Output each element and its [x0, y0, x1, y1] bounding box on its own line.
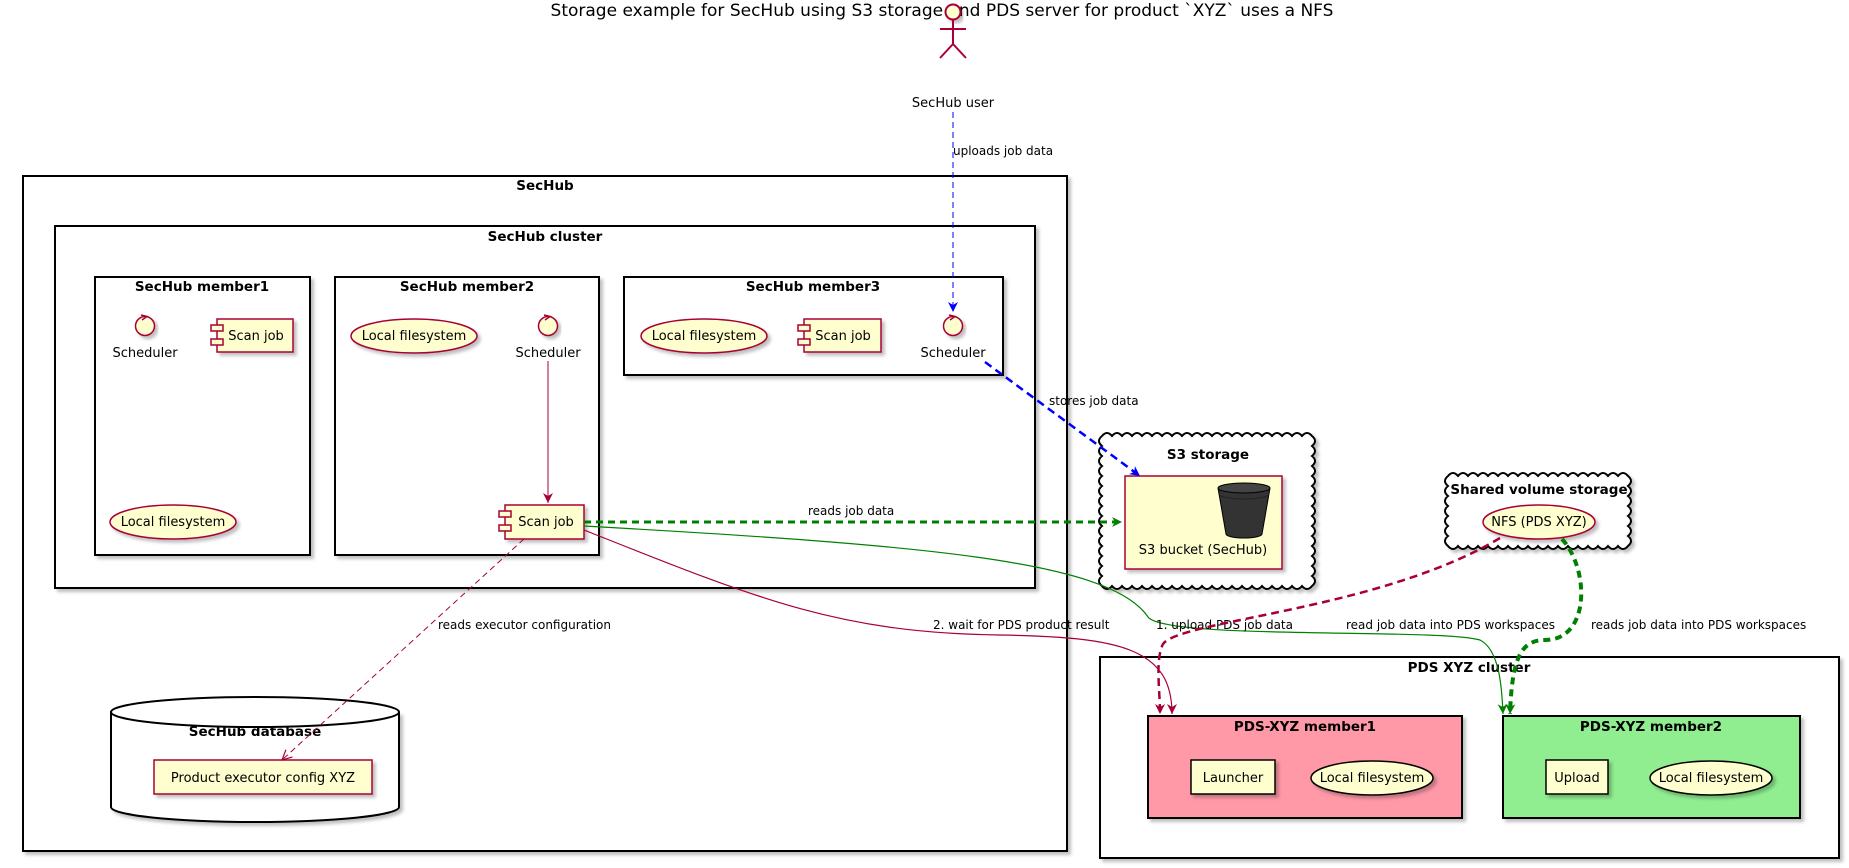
- storage-member2-local-filesystem: Local filesystem: [350, 318, 478, 354]
- component-member2-scan-job: Scan job: [498, 504, 585, 540]
- member2-scheduler-label: Scheduler: [515, 346, 581, 361]
- edge-upload-pds-job-data: 1. upload PDS job data: [583, 525, 1508, 715]
- s3-storage-title: S3 storage: [1167, 447, 1249, 463]
- component-member3-scan-job: Scan job: [797, 318, 882, 353]
- edge-stores-label: stores job data: [1049, 394, 1139, 408]
- package-pds-member1: PDS-XYZ member1 Launcher Local filesyste…: [1147, 715, 1463, 819]
- actor-icon: [939, 3, 967, 59]
- bucket-icon: [1217, 482, 1271, 539]
- pds1-localfs-label: Local filesystem: [1320, 771, 1425, 786]
- edge-uploads-job-data: uploads job data: [948, 112, 1053, 312]
- member1-scanjob-label: Scan job: [228, 329, 284, 344]
- db-config-label: Product executor config XYZ: [171, 771, 355, 786]
- pds-member1-title: PDS-XYZ member1: [1234, 719, 1376, 735]
- pds-cluster-title: PDS XYZ cluster: [1408, 660, 1531, 676]
- member2-scanjob-label: Scan job: [518, 515, 574, 530]
- edge-reads-job-label: reads job data: [808, 504, 894, 518]
- member3-localfs-label: Local filesystem: [652, 329, 757, 344]
- member1-localfs-label: Local filesystem: [121, 515, 226, 530]
- package-member3-title: SecHub member3: [746, 279, 880, 295]
- edge-reads-executor-config: reads executor configuration: [282, 538, 611, 760]
- component-icon: [498, 510, 512, 518]
- edge-upload-pds-label: 1. upload PDS job data: [1156, 618, 1293, 632]
- edge-uploads-label: uploads job data: [953, 144, 1053, 158]
- member1-scheduler-label: Scheduler: [112, 346, 178, 361]
- pds-member2-title: PDS-XYZ member2: [1580, 719, 1722, 735]
- edge-read-ws2-label: reads job data into PDS workspaces: [1591, 618, 1806, 632]
- control-icon: [134, 314, 156, 337]
- member3-scheduler-label: Scheduler: [920, 346, 986, 361]
- package-sechub-member2: SecHub member2 Local filesystem Schedule…: [334, 276, 600, 556]
- package-member2-title: SecHub member2: [400, 279, 534, 295]
- edge-read-job-data-workspaces-1: read job data into PDS workspaces: [1154, 536, 1555, 715]
- diagram-title: Storage example for SecHub using S3 stor…: [551, 1, 1334, 21]
- edge-wait-label: 2. wait for PDS product result: [933, 618, 1110, 632]
- storage-member1-local-filesystem: Local filesystem: [109, 504, 237, 540]
- component-member1-scan-job: Scan job: [210, 318, 294, 353]
- control-icon: [942, 314, 964, 337]
- edge-reads-job-data: reads job data: [584, 504, 1122, 527]
- cloud-shared-volume-storage: Shared volume storage NFS (PDS XYZ): [1444, 472, 1632, 550]
- edge-read-ws1-label: read job data into PDS workspaces: [1346, 618, 1555, 632]
- component-icon: [210, 324, 224, 332]
- pds1-launcher-label: Launcher: [1203, 771, 1264, 786]
- nfs-label: NFS (PDS XYZ): [1491, 515, 1587, 530]
- pds2-localfs-label: Local filesystem: [1659, 771, 1764, 786]
- package-sechub-member1: SecHub member1 Scheduler Scan job Local …: [94, 276, 311, 556]
- member2-localfs-label: Local filesystem: [362, 329, 467, 344]
- edge-reads-exec-label: reads executor configuration: [438, 618, 611, 632]
- package-sechub-title: SecHub: [516, 178, 574, 194]
- database-sechub: SecHub database Product executor config …: [110, 696, 400, 823]
- component-icon: [797, 324, 811, 332]
- cloud-s3-storage: S3 storage S3 bucket (SecHub): [1098, 432, 1316, 590]
- edge-stores-job-data: stores job data: [984, 360, 1141, 478]
- control-icon: [537, 314, 559, 337]
- actor-label: SecHub user: [912, 96, 995, 111]
- shared-storage-title: Shared volume storage: [1450, 482, 1627, 498]
- package-sechub-cluster-title: SecHub cluster: [488, 229, 603, 245]
- package-pds-member2: PDS-XYZ member2 Upload Local filesystem: [1502, 715, 1801, 819]
- database-title: SecHub database: [189, 724, 321, 740]
- edge-wait-pds-result: 2. wait for PDS product result: [583, 529, 1177, 715]
- storage-member3-local-filesystem: Local filesystem: [640, 318, 768, 354]
- package-sechub-member3: SecHub member3 Local filesystem Scan job…: [623, 276, 1004, 376]
- edge-read-job-data-workspaces-2: reads job data into PDS workspaces: [1505, 537, 1806, 715]
- s3-bucket-label: S3 bucket (SecHub): [1139, 543, 1267, 558]
- member3-scanjob-label: Scan job: [815, 329, 871, 344]
- package-member1-title: SecHub member1: [135, 279, 269, 295]
- actor-sechub-user: SecHub user: [912, 3, 995, 111]
- pds2-upload-label: Upload: [1554, 771, 1600, 786]
